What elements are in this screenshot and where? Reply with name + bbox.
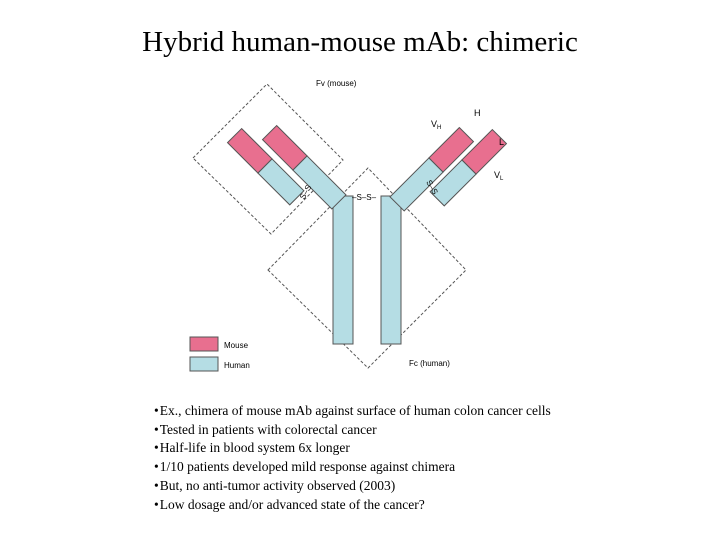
legend: Mouse Human: [190, 337, 250, 371]
vh-label: VH: [431, 119, 441, 131]
bullet-item: •But, no anti-tumor activity observed (2…: [154, 477, 551, 496]
heavy-chain-stem-left: [333, 196, 353, 344]
left-heavy-constant-human: [293, 156, 346, 209]
disulfide-center-label: –S–S–: [352, 193, 377, 202]
legend-label-human: Human: [224, 361, 250, 370]
bullet-item: •Half-life in blood system 6x longer: [154, 439, 551, 458]
bullet-list: •Ex., chimera of mouse mAb against surfa…: [154, 402, 551, 514]
vl-label: VL: [494, 170, 504, 182]
legend-swatch-human: [190, 357, 218, 371]
legend-swatch-mouse: [190, 337, 218, 351]
antibody-diagram: Fv (mouse) Fc (human) VH H L VL –S–S– S–…: [0, 0, 720, 400]
heavy-chain-label: H: [474, 108, 481, 118]
bullet-item: •Low dosage and/or advanced state of the…: [154, 496, 551, 515]
bullet-item: •Tested in patients with colorectal canc…: [154, 421, 551, 440]
fv-label: Fv (mouse): [316, 79, 357, 88]
heavy-chain-stem-right: [381, 196, 401, 344]
fc-label: Fc (human): [409, 359, 450, 368]
bullet-item: •1/10 patients developed mild response a…: [154, 458, 551, 477]
light-chain-label: L: [499, 137, 504, 147]
legend-label-mouse: Mouse: [224, 341, 249, 350]
bullet-item: •Ex., chimera of mouse mAb against surfa…: [154, 402, 551, 421]
